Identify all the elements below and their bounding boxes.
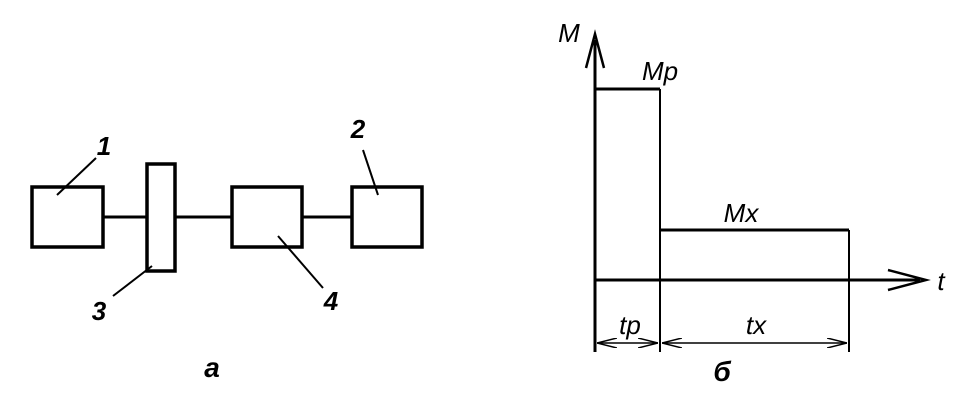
leader-2 (362, 149, 379, 196)
scheme-a: 1 2 3 4 а (30, 114, 424, 383)
leader-4 (277, 235, 324, 289)
caption-b: б (713, 356, 731, 387)
block-1 (30, 185, 105, 249)
interval-tp-label: tр (619, 310, 641, 340)
axis-t-label: t (937, 266, 946, 296)
block-3-flywheel (145, 162, 177, 273)
axis-m-label: М (558, 18, 580, 48)
label-4: 4 (323, 286, 339, 316)
leader-1 (56, 157, 97, 196)
caption-a: а (204, 352, 220, 383)
axis-m-arrowhead (584, 29, 606, 69)
graph-b: М t Мр Мх tр tх б (558, 18, 946, 387)
label-3: 3 (92, 296, 107, 326)
block-2 (350, 185, 424, 249)
interval-tx-label: tх (746, 310, 767, 340)
block-4 (230, 185, 304, 249)
leader-3 (112, 265, 153, 297)
peak-torque-label: Мр (642, 56, 678, 86)
axis-t-arrowhead (887, 268, 931, 292)
idle-torque-label: Мх (724, 198, 760, 228)
label-2: 2 (350, 114, 366, 144)
label-1: 1 (97, 131, 111, 161)
